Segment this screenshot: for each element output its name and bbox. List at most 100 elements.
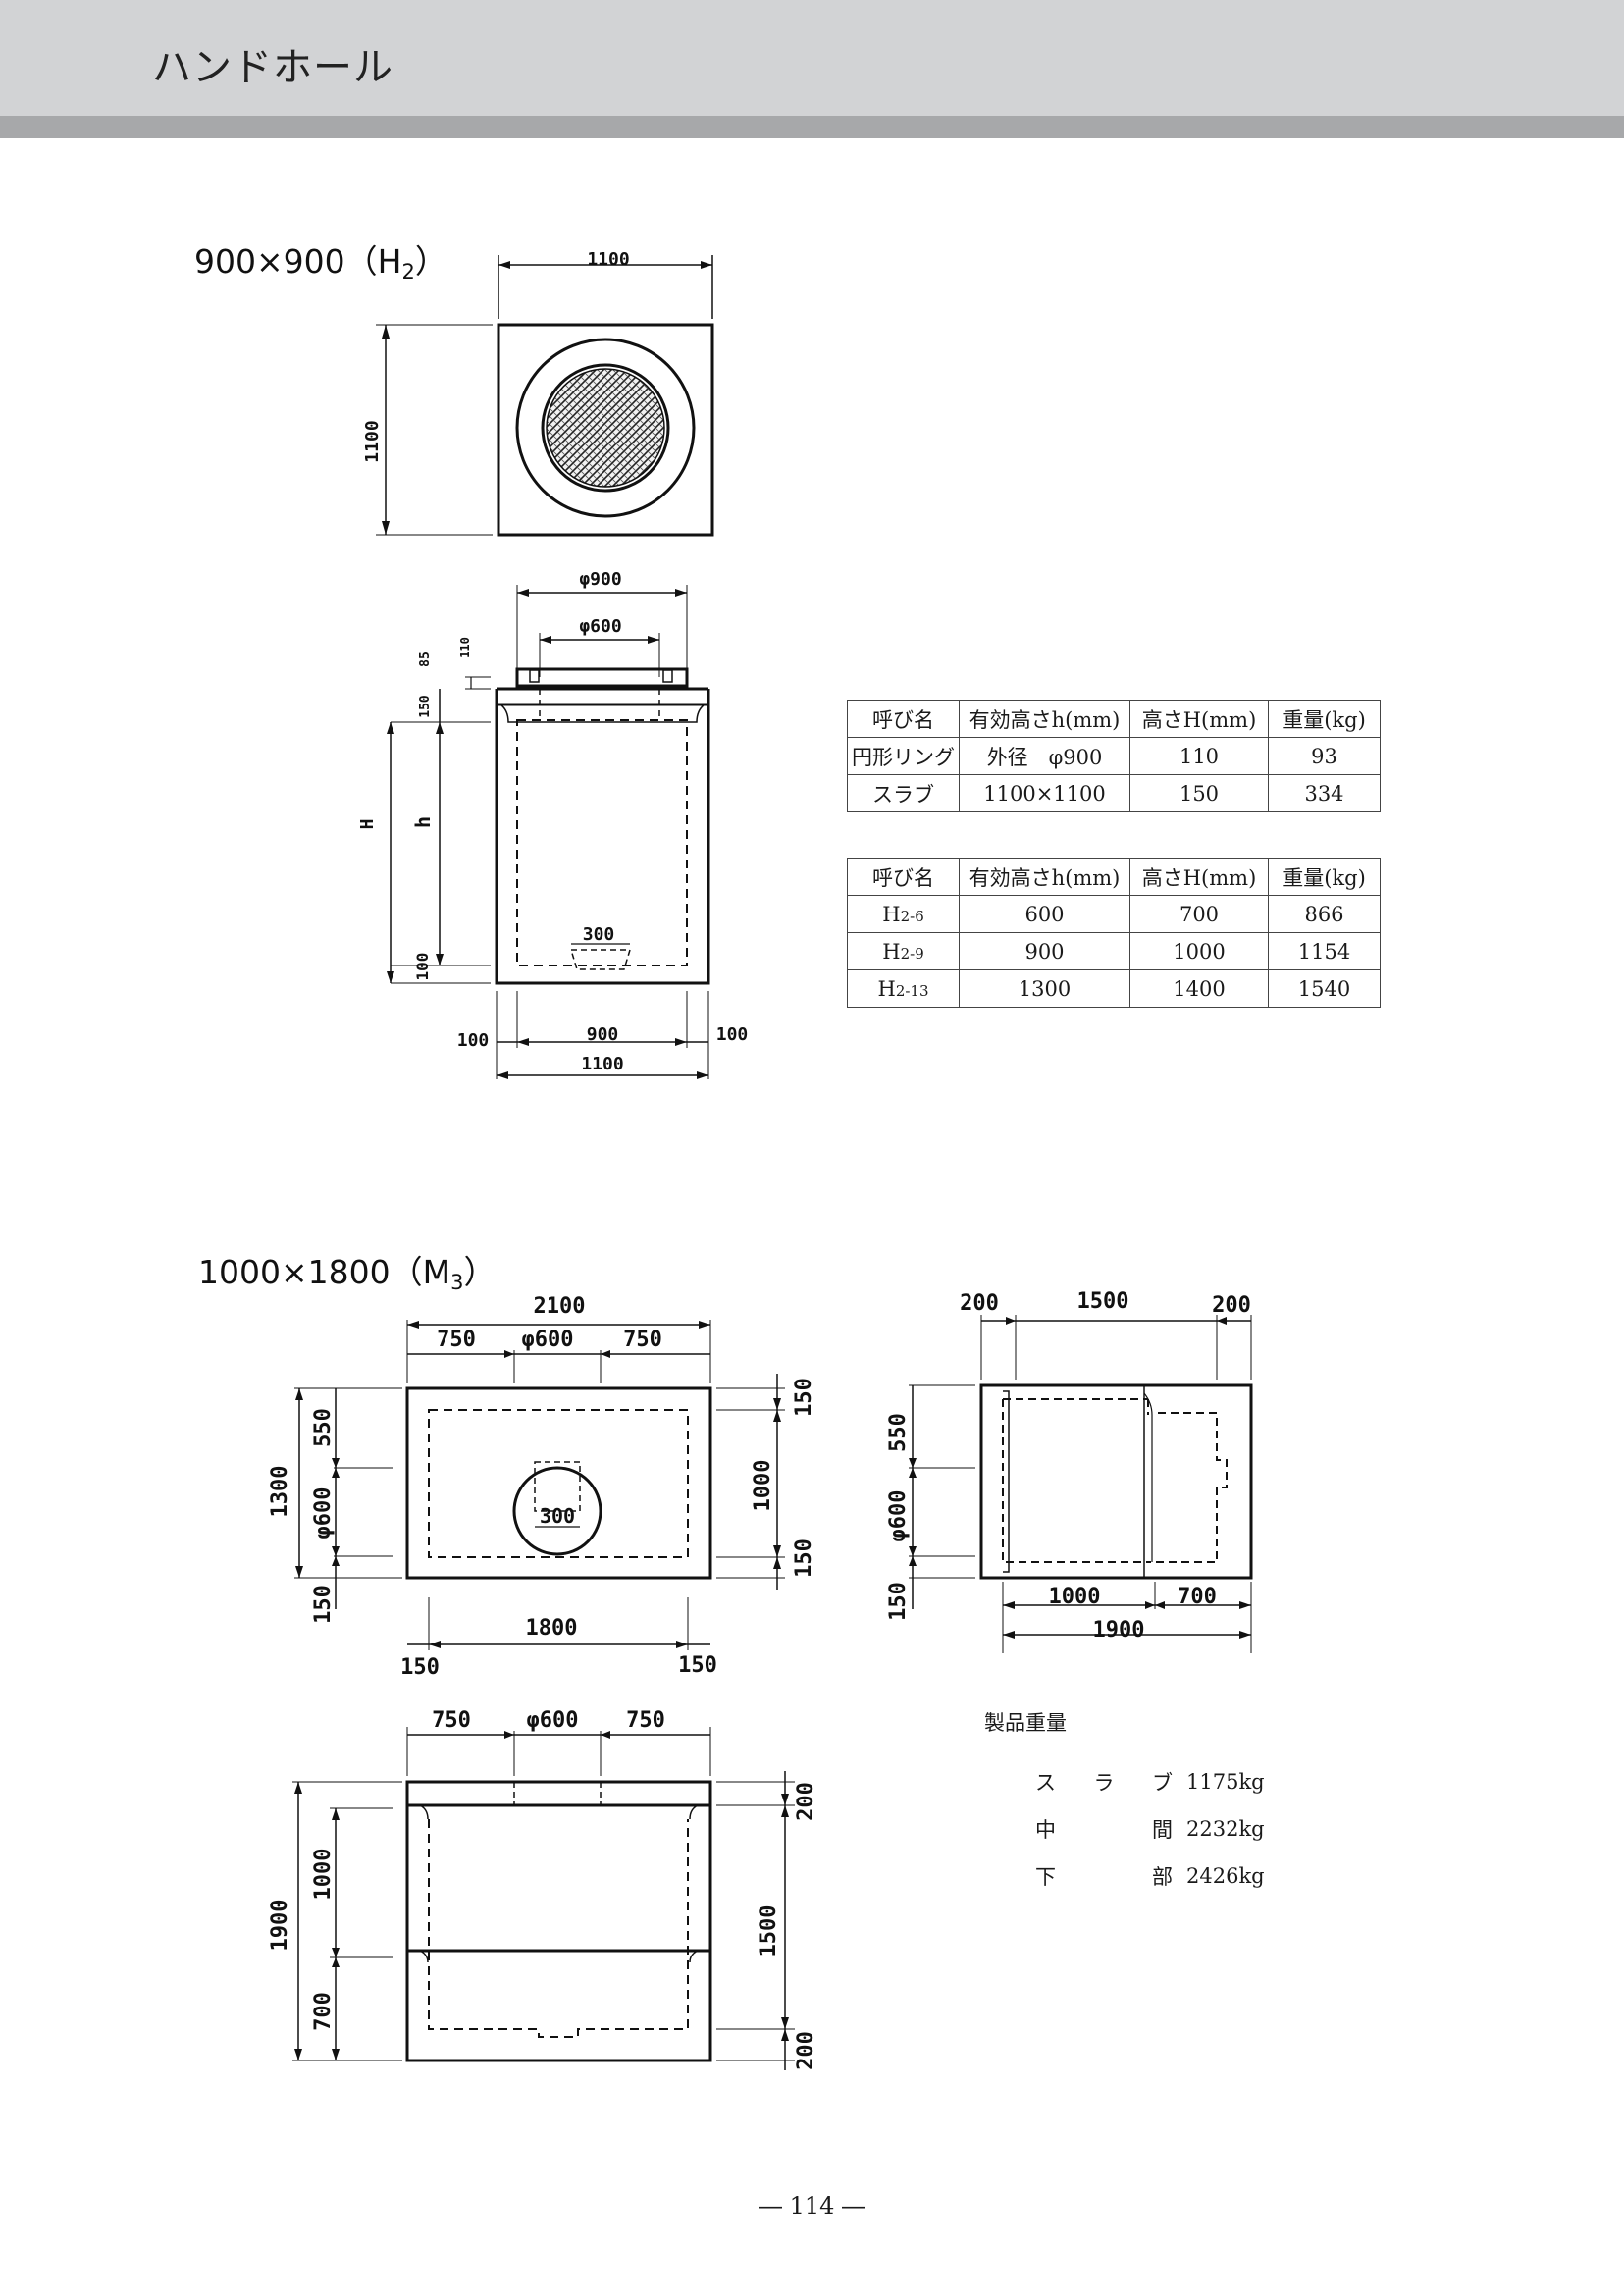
product-weights-title: 製品重量 <box>984 1711 1067 1735</box>
m3-side-1500-label: 1500 <box>1077 1289 1129 1314</box>
table-header-cell: 有効高さh(mm) <box>959 858 1130 896</box>
name-sub: 2-9 <box>900 944 924 963</box>
weight-value: 2232kg <box>1186 1817 1265 1841</box>
h2-section-phi600-label: φ600 <box>579 616 621 637</box>
h2-plan-height-label: 1100 <box>362 420 383 462</box>
m3-plan-750a-label: 750 <box>437 1328 476 1352</box>
name-main: H <box>877 976 896 1001</box>
label-char: 下 <box>1035 1865 1056 1889</box>
page-header <box>0 0 1624 116</box>
weight-label: スラブ <box>1035 1767 1173 1797</box>
m3-elev-200b-label: 200 <box>794 2031 818 2070</box>
label-char: 部 <box>1152 1865 1173 1889</box>
list-item: 下 部 2426kg <box>1035 1852 1265 1900</box>
page-title: ハンドホール <box>152 45 393 90</box>
table-row: H2-13 1300 1400 1540 <box>847 969 1381 1008</box>
header-bar <box>0 116 1624 138</box>
table-cell: 1540 <box>1268 969 1381 1008</box>
h2-section-150-label: 150 <box>418 695 433 718</box>
table-cell: 1000 <box>1129 932 1269 970</box>
section-title-h2-sub: 2 <box>401 260 415 284</box>
m3-side-200r-label: 200 <box>1212 1293 1251 1318</box>
m3-side-550-label: 550 <box>886 1413 911 1452</box>
h2-section-100-label: 100 <box>413 953 432 981</box>
m3-plan-750b-label: 750 <box>623 1328 662 1352</box>
table-cell: 700 <box>1129 895 1269 933</box>
label-char: ス <box>1035 1771 1056 1795</box>
table-cell: 外径 φ900 <box>959 737 1130 775</box>
table-h2-sizes: 呼び名 有効高さh(mm) 高さH(mm) 重量(kg) H2-6 600 70… <box>847 858 1381 1008</box>
table-cell: スラブ <box>847 774 960 812</box>
m3-side-phi600-label: φ600 <box>886 1490 911 1542</box>
m3-elev-750a-label: 750 <box>432 1708 471 1733</box>
section-title-h2-end: ） <box>414 242 447 281</box>
h2-section-body <box>495 703 710 985</box>
m3-elev-1500-label: 1500 <box>757 1905 781 1957</box>
name-main: H <box>882 939 901 964</box>
table-cell: 1100×1100 <box>959 774 1130 812</box>
table-cell: 円形リング <box>847 737 960 775</box>
m3-plan-550-label: 550 <box>311 1408 336 1447</box>
table-cell: 1400 <box>1129 969 1269 1008</box>
m3-side-200l-label: 200 <box>960 1291 999 1316</box>
h2-section-left100-label: 100 <box>457 1030 490 1051</box>
list-item: ス ラ ブ 1175kg <box>1035 1758 1265 1805</box>
table-cell-name: H2-13 <box>847 969 960 1008</box>
table-cell: 1154 <box>1268 932 1381 970</box>
section-title-h2-main: 900×900（H <box>194 242 402 281</box>
m3-plan-1300-label: 1300 <box>268 1466 292 1518</box>
label-char: ラ <box>1093 1771 1115 1795</box>
m3-elev-1000-label: 1000 <box>311 1849 336 1901</box>
m3-side-700-label: 700 <box>1178 1585 1217 1609</box>
m3-plan-b150l-label: 150 <box>400 1655 440 1680</box>
section-title-m3-end: ） <box>463 1253 497 1291</box>
m3-side-1900-label: 1900 <box>1093 1618 1145 1643</box>
section-title-h2: 900×900（H2） <box>194 235 447 284</box>
m3-elev-outline <box>405 1780 712 2062</box>
m3-plan-1800-label: 1800 <box>526 1616 578 1641</box>
m3-plan-b150r-label: 150 <box>678 1653 717 1678</box>
m3-plan-phi600v-label: φ600 <box>311 1487 336 1539</box>
h2-section-right100-label: 100 <box>716 1024 749 1045</box>
h2-section-85-label: 85 <box>418 652 433 667</box>
h2-plan-inner-ring <box>541 363 670 493</box>
m3-side-1000-label: 1000 <box>1049 1585 1101 1609</box>
product-weights: 製品重量 ス ラ ブ 1175kg 中間 2232kg 下 部 2426kg <box>984 1707 1265 1900</box>
m3-elev-phi600-label: φ600 <box>527 1708 579 1733</box>
label-char: 中 <box>1035 1818 1056 1842</box>
h2-section-h-label: h <box>411 816 435 828</box>
m3-plan-cover <box>512 1466 602 1556</box>
name-sub: 2-6 <box>900 907 924 925</box>
h2-section-900-label: 900 <box>587 1024 619 1045</box>
m3-plan-phi600-label: φ600 <box>522 1328 574 1352</box>
weight-label: 中間 <box>1035 1814 1173 1844</box>
page-number: ― 114 ― <box>758 2192 866 2219</box>
weight-value: 2426kg <box>1186 1864 1265 1888</box>
h2-plan-width-label: 1100 <box>587 249 629 270</box>
h2-section-110-label: 110 <box>458 637 472 658</box>
m3-elev-200t-label: 200 <box>794 1782 818 1821</box>
name-sub: 2-13 <box>895 981 929 1000</box>
weight-value: 1175kg <box>1186 1770 1265 1794</box>
m3-plan-300-label: 300 <box>540 1504 575 1528</box>
label-char: ブ <box>1152 1771 1173 1795</box>
name-main: H <box>882 902 901 926</box>
table-ring-slab: 呼び名 有効高さh(mm) 高さH(mm) 重量(kg) 円形リング 外径 φ9… <box>847 700 1381 812</box>
section-title-m3: 1000×1800（M3） <box>198 1246 497 1294</box>
m3-side-outline <box>979 1383 1253 1580</box>
h2-section-300-label: 300 <box>583 924 615 945</box>
h2-plan-outline <box>497 323 714 537</box>
m3-plan-150l-label: 150 <box>311 1585 336 1624</box>
m3-side-150-label: 150 <box>886 1582 911 1621</box>
m3-elev-750b-label: 750 <box>626 1708 665 1733</box>
m3-elev-1900-label: 1900 <box>268 1900 292 1952</box>
m3-plan-1000-label: 1000 <box>751 1460 775 1512</box>
table-header-cell: 高さH(mm) <box>1129 700 1269 738</box>
m3-plan-150r1-label: 150 <box>792 1378 816 1417</box>
h2-section-ring <box>515 667 689 688</box>
table-row: スラブ 1100×1100 150 334 <box>847 774 1381 812</box>
m3-elev-700-label: 700 <box>311 1992 336 2031</box>
h2-section-H-label: H <box>357 819 378 830</box>
h2-section-phi900-label: φ900 <box>579 569 621 590</box>
